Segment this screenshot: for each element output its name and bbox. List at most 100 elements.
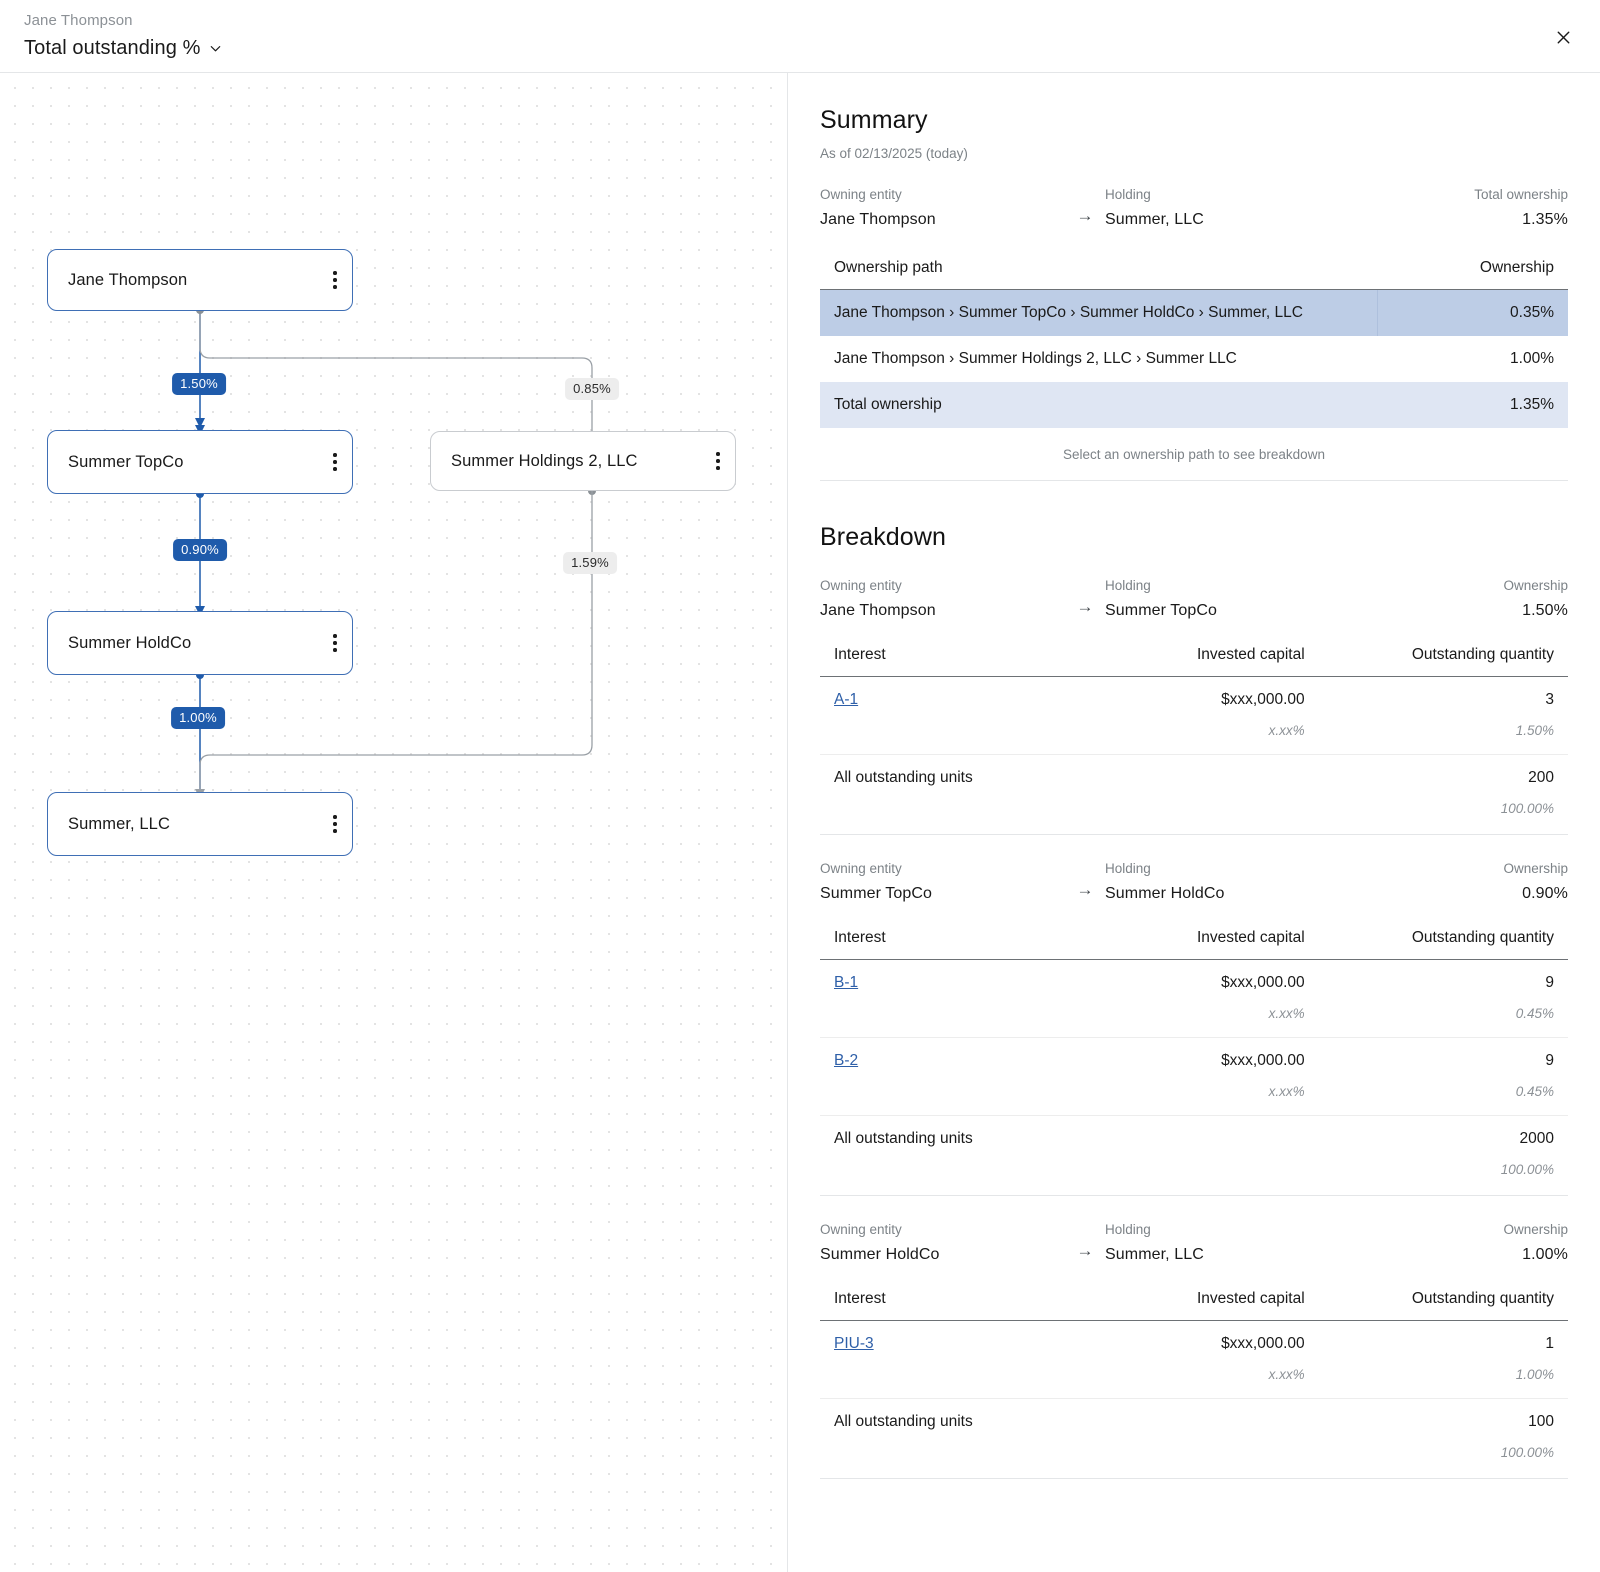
ownership-value: 1.00% — [1522, 1246, 1568, 1263]
holding-value: Summer TopCo — [1105, 602, 1218, 619]
all-outstanding-units-qty: 2000 — [1318, 1115, 1568, 1162]
page-title: Total outstanding % — [24, 37, 201, 59]
breakdown-block: Owning entity Summer HoldCo → Holding Su… — [820, 1222, 1568, 1479]
node-label: Summer HoldCo — [68, 633, 192, 652]
all-outstanding-units-sub: 100.00% — [1500, 1162, 1554, 1177]
col-interest: Interest — [820, 1290, 1070, 1321]
total-ownership-value: 1.35% — [1522, 211, 1568, 228]
outstanding-quantity-value: 9 — [1545, 974, 1554, 991]
all-outstanding-units-sub: 100.00% — [1500, 801, 1554, 816]
col-invested-capital: Invested capital — [1069, 929, 1319, 960]
all-outstanding-units-qty: 200 — [1318, 754, 1568, 801]
table-row-total: All outstanding units 200 — [820, 754, 1568, 801]
table-row-total-sub: 100.00% — [820, 1162, 1568, 1193]
interest-link[interactable]: A-1 — [834, 691, 859, 708]
ownership-value: 0.35% — [1378, 289, 1568, 336]
ownership-label: Ownership — [1503, 578, 1568, 593]
table-row[interactable]: Jane Thompson › Summer Holdings 2, LLC ›… — [820, 336, 1568, 382]
as-of-date: As of 02/13/2025 (today) — [820, 146, 968, 161]
arrow-right-icon: → — [1076, 206, 1094, 225]
owning-entity-value: Summer TopCo — [820, 885, 933, 902]
breakdown-entity-header: Owning entity Summer HoldCo → Holding Su… — [820, 1222, 1568, 1264]
summary-heading: Summary — [820, 106, 928, 134]
outstanding-quantity-sub: 1.00% — [1515, 1367, 1554, 1382]
close-icon[interactable] — [1548, 22, 1578, 52]
owning-entity-value: Summer HoldCo — [820, 1246, 940, 1263]
holding-label: Holding — [1105, 578, 1151, 593]
section-divider — [820, 1478, 1568, 1479]
edge-label-topco-holdco[interactable]: 0.90% — [173, 539, 227, 561]
owning-entity-value: Jane Thompson — [820, 602, 936, 619]
kebab-menu-icon[interactable] — [318, 431, 352, 493]
outstanding-quantity-sub: 1.50% — [1515, 723, 1554, 738]
outstanding-quantity-sub: 0.45% — [1515, 1006, 1554, 1021]
col-outstanding-quantity: Outstanding quantity — [1318, 646, 1568, 677]
table-row-sub: x.xx% 1.50% — [820, 723, 1568, 755]
table-row: PIU-3 $xxx,000.00 1 — [820, 1321, 1568, 1368]
table-header-row: Ownership path Ownership — [820, 259, 1568, 290]
summary-holding: Holding Summer, LLC — [1105, 187, 1337, 229]
outstanding-quantity-value: 9 — [1318, 1037, 1568, 1084]
holding-value: Summer, LLC — [1105, 1246, 1204, 1263]
arrow-right-icon: → — [1076, 597, 1094, 616]
table-row[interactable]: Jane Thompson › Summer TopCo › Summer Ho… — [820, 289, 1568, 336]
edge-label-holdings2-llc[interactable]: 1.59% — [563, 552, 617, 574]
ownership-path-value: Jane Thompson › Summer Holdings 2, LLC ›… — [834, 350, 1237, 367]
view-selector[interactable]: Total outstanding % — [24, 37, 223, 60]
owning-entity-label: Owning entity — [820, 578, 902, 593]
node-jane-thompson[interactable]: Jane Thompson — [47, 249, 353, 311]
interest-link[interactable]: B-1 — [834, 974, 859, 991]
outstanding-quantity-sub: 0.45% — [1515, 1084, 1554, 1099]
table-row: A-1 $xxx,000.00 3 — [820, 677, 1568, 724]
node-summer-llc[interactable]: Summer, LLC — [47, 792, 353, 856]
table-row-sub: x.xx% 0.45% — [820, 1084, 1568, 1116]
col-outstanding-quantity: Outstanding quantity — [1318, 1290, 1568, 1321]
breakdown-block: Owning entity Summer TopCo → Holding Sum… — [820, 861, 1568, 1196]
all-outstanding-units-qty: 100 — [1318, 1398, 1568, 1445]
summary-owning-entity: Owning entity Jane Thompson — [820, 187, 1065, 229]
node-summer-holdco[interactable]: Summer HoldCo — [47, 611, 353, 675]
org-chart-canvas[interactable]: Jane Thompson Summer TopCo Summer Holdin… — [0, 73, 786, 1572]
ownership-value: 1.50% — [1522, 602, 1568, 619]
all-outstanding-units-label: All outstanding units — [820, 1115, 1070, 1162]
ownership-path-value: Jane Thompson › Summer TopCo › Summer Ho… — [820, 289, 1378, 336]
col-interest: Interest — [820, 929, 1070, 960]
breadcrumb: Jane Thompson — [24, 12, 133, 29]
ownership-label: Ownership — [1503, 861, 1568, 876]
invested-capital-sub: x.xx% — [1268, 1084, 1305, 1099]
kebab-menu-icon[interactable] — [318, 250, 352, 310]
table-row: B-2 $xxx,000.00 9 — [820, 1037, 1568, 1084]
ownership-path-table: Ownership path Ownership Jane Thompson ›… — [820, 259, 1568, 428]
breakdown-entity-header: Owning entity Summer TopCo → Holding Sum… — [820, 861, 1568, 903]
invested-capital-sub: x.xx% — [1268, 1006, 1305, 1021]
node-summer-topco[interactable]: Summer TopCo — [47, 430, 353, 494]
breakdown-table: Interest Invested capital Outstanding qu… — [820, 646, 1568, 832]
owning-entity-value: Jane Thompson — [820, 211, 936, 228]
edge-label-jane-holdings2[interactable]: 0.85% — [565, 378, 619, 400]
node-label: Summer TopCo — [68, 452, 184, 471]
owning-entity-label: Owning entity — [820, 861, 902, 876]
table-row-total-sub: 100.00% — [820, 1445, 1568, 1476]
interest-link[interactable]: B-2 — [834, 1052, 859, 1069]
invested-capital-sub: x.xx% — [1268, 1367, 1305, 1382]
kebab-menu-icon[interactable] — [318, 793, 352, 855]
edge-label-holdco-llc[interactable]: 1.00% — [171, 707, 225, 729]
outstanding-quantity-value: 3 — [1545, 691, 1554, 708]
breakdown-table: Interest Invested capital Outstanding qu… — [820, 929, 1568, 1193]
invested-capital-sub: x.xx% — [1268, 723, 1305, 738]
col-ownership-path: Ownership path — [820, 259, 1378, 290]
holding-label: Holding — [1105, 1222, 1151, 1237]
kebab-menu-icon[interactable] — [701, 432, 735, 490]
outstanding-quantity-value: 1 — [1545, 1335, 1554, 1352]
holding-value: Summer HoldCo — [1105, 885, 1225, 902]
node-label: Jane Thompson — [68, 270, 188, 289]
edge-label-jane-topco[interactable]: 1.50% — [172, 373, 226, 395]
summary-entity-header: Owning entity Jane Thompson → Holding Su… — [820, 187, 1568, 229]
node-summer-holdings-2-llc[interactable]: Summer Holdings 2, LLC — [430, 431, 736, 491]
interest-link[interactable]: PIU-3 — [834, 1335, 874, 1352]
app-header: Jane Thompson Total outstanding % — [0, 0, 1600, 73]
table-header-row: Interest Invested capital Outstanding qu… — [820, 1290, 1568, 1321]
kebab-menu-icon[interactable] — [318, 612, 352, 674]
details-panel[interactable]: Summary As of 02/13/2025 (today) Owning … — [787, 73, 1600, 1572]
table-row-total: All outstanding units 2000 — [820, 1115, 1568, 1162]
